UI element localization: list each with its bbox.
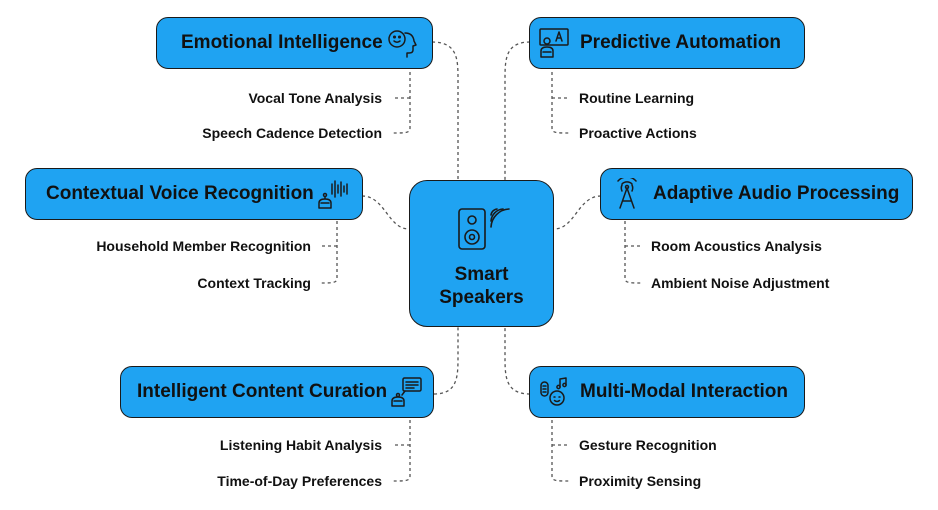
face-profile-icon [388, 30, 417, 58]
branch-intelligent-content-curation: Intelligent Content Curation [120, 366, 434, 418]
person-music-icon [540, 377, 567, 406]
sub-room-acoustics-analysis: Room Acoustics Analysis [651, 238, 822, 254]
branch-title: Emotional Intelligence [181, 32, 383, 53]
subline-multimodal [551, 420, 571, 482]
center-node: Smart Speakers [409, 180, 554, 327]
sub-gesture-recognition: Gesture Recognition [579, 437, 717, 453]
speaker-icon [458, 208, 510, 250]
center-label: Smart Speakers [410, 263, 553, 309]
subline-contextual [319, 221, 338, 284]
branch-multi-modal-interaction: Multi-Modal Interaction [529, 366, 805, 418]
sub-ambient-noise-adjustment: Ambient Noise Adjustment [651, 275, 830, 291]
sub-time-of-day-preferences: Time-of-Day Preferences [217, 473, 382, 489]
branch-title: Predictive Automation [580, 32, 781, 53]
subline-emotional [391, 72, 411, 134]
connector-adaptive [553, 195, 602, 230]
connector-curation [433, 327, 459, 395]
connector-multimodal [504, 327, 531, 395]
branch-emotional-intelligence: Emotional Intelligence [156, 17, 433, 69]
sub-listening-habit-analysis: Listening Habit Analysis [219, 437, 382, 453]
subline-predictive [551, 72, 571, 134]
sub-proximity-sensing: Proximity Sensing [579, 473, 702, 489]
sub-routine-learning: Routine Learning [579, 90, 695, 106]
center-label-line1: Smart [454, 264, 509, 285]
robot-soundwave-icon [318, 180, 348, 209]
sub-speech-cadence-detection: Speech Cadence Detection [202, 125, 382, 141]
sub-proactive-actions: Proactive Actions [579, 125, 697, 141]
sub-context-tracking: Context Tracking [197, 275, 311, 291]
branch-title: Intelligent Content Curation [137, 381, 388, 402]
branch-title: Multi-Modal Interaction [580, 381, 788, 402]
subline-adaptive [624, 221, 643, 284]
branch-title: Contextual Voice Recognition [46, 183, 314, 204]
branch-predictive-automation: Predictive Automation [529, 17, 805, 69]
branch-contextual-voice-recognition: Contextual Voice Recognition [25, 168, 363, 220]
connector-predictive [504, 41, 531, 180]
connector-contextual [361, 195, 410, 230]
broadcast-tower-icon [617, 178, 637, 209]
center-label-line2: Speakers [439, 287, 524, 308]
robot-board-icon [539, 28, 569, 58]
branch-adaptive-audio-processing: Adaptive Audio Processing [600, 168, 913, 220]
subline-curation [391, 420, 411, 482]
sub-vocal-tone-analysis: Vocal Tone Analysis [248, 90, 382, 106]
robot-chat-icon [391, 377, 422, 407]
sub-household-member-recognition: Household Member Recognition [96, 238, 311, 254]
branch-title: Adaptive Audio Processing [653, 183, 900, 204]
connector-emotional [431, 41, 459, 180]
